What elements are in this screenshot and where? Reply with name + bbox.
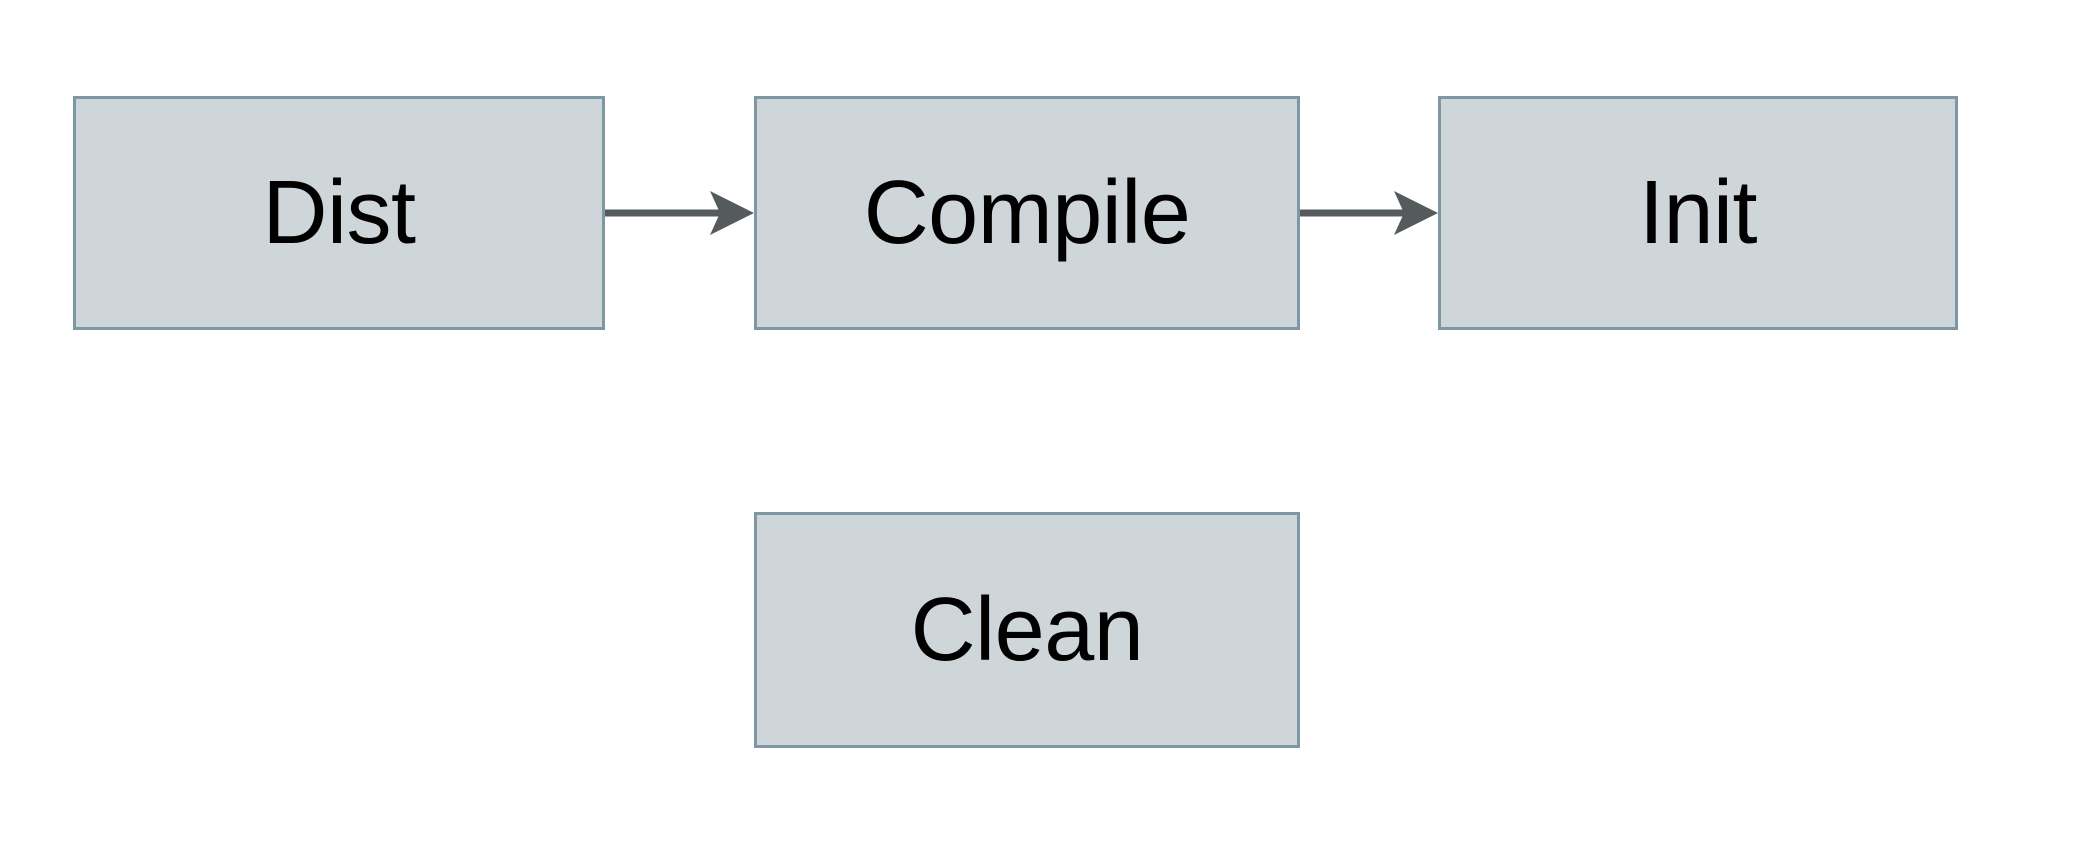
node-compile-label: Compile xyxy=(863,163,1191,263)
node-dist[interactable]: Dist xyxy=(73,96,605,330)
node-dist-label: Dist xyxy=(262,163,417,263)
node-init[interactable]: Init xyxy=(1438,96,1958,330)
edge-compile-to-init[interactable] xyxy=(1300,185,1438,241)
node-clean[interactable]: Clean xyxy=(754,512,1300,748)
node-init-label: Init xyxy=(1638,163,1758,263)
edge-dist-to-compile[interactable] xyxy=(605,185,754,241)
node-clean-label: Clean xyxy=(910,580,1144,680)
node-compile[interactable]: Compile xyxy=(754,96,1300,330)
